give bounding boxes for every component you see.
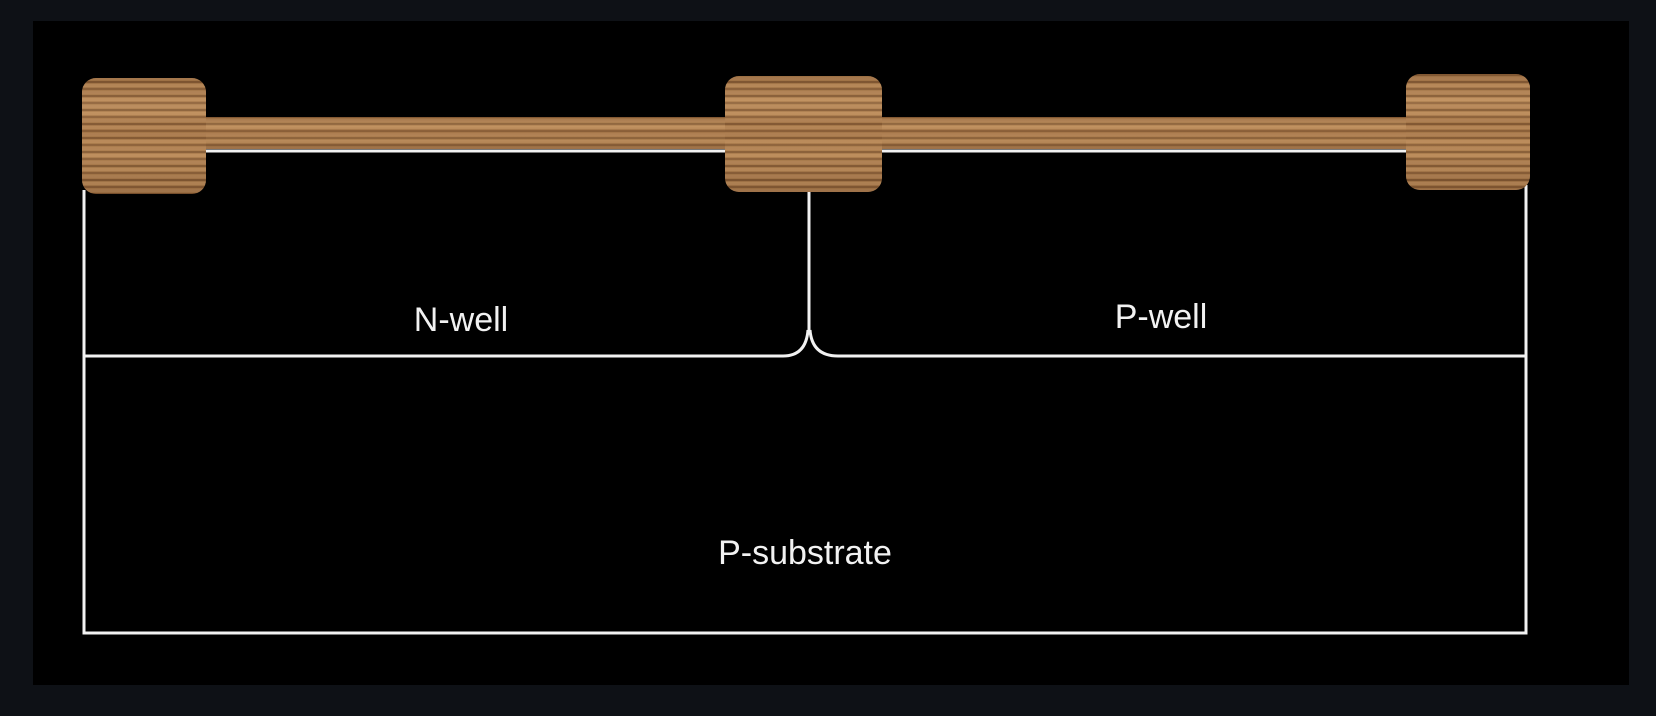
isolation-block-right xyxy=(1406,74,1530,190)
p-substrate-label: P-substrate xyxy=(718,534,892,572)
substrate-outline xyxy=(82,185,1528,635)
p-well-boundary xyxy=(808,329,1526,358)
n-well-label: N-well xyxy=(414,301,508,339)
isolation-block-left xyxy=(82,78,206,194)
well-boundaries xyxy=(82,149,1528,635)
n-well-boundary xyxy=(84,329,810,358)
isolation-block-center xyxy=(725,76,882,192)
p-well-label: P-well xyxy=(1115,298,1208,336)
